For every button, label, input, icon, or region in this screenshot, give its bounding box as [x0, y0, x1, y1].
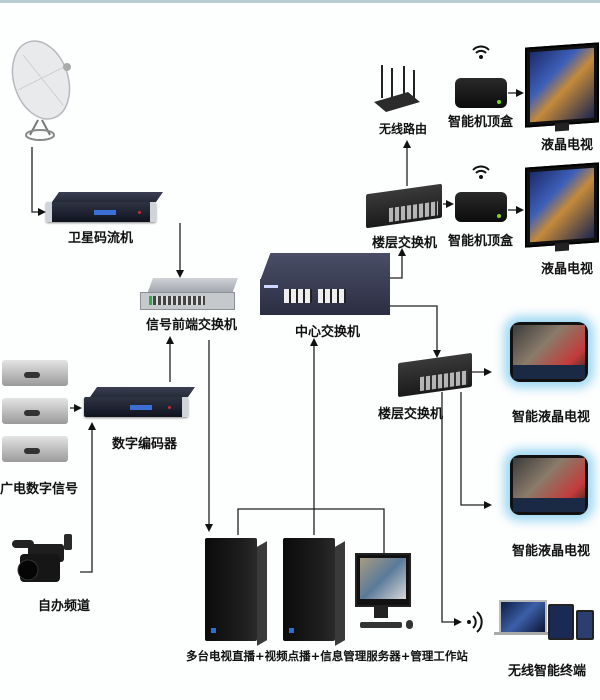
receiver-box — [2, 436, 68, 462]
camcorder-icon — [12, 534, 72, 582]
floor-switch-top-label: 楼层交换机 — [372, 236, 438, 251]
digital-encoder — [84, 387, 196, 417]
tv-stand — [555, 242, 569, 252]
workstation-monitor — [355, 553, 411, 607]
switch-top — [260, 253, 390, 281]
core-switch — [260, 253, 390, 317]
switch-ports — [153, 296, 205, 305]
self-run-channel-label: 自办频道 — [38, 599, 91, 614]
tv-screen — [530, 47, 594, 123]
wifi-icon — [472, 165, 490, 179]
lcd-display — [94, 210, 116, 215]
lcd-tv-2 — [525, 162, 599, 252]
tv-stand — [555, 122, 569, 132]
lcd-tv-2-label: 液晶电视 — [541, 262, 594, 277]
disc-slot — [24, 372, 40, 378]
smart-lcd-tv-2 — [510, 455, 588, 515]
rack-ear — [150, 202, 156, 222]
brand-logo — [264, 285, 278, 288]
wireless-terminals-label: 无线智能终端 — [508, 664, 587, 679]
ethernet-ports — [388, 201, 438, 223]
servers-label: 多台电视直播+视频点播+信息管理服务器+管理工作站 — [186, 649, 468, 663]
rack-ear — [182, 397, 188, 417]
signal-frontend-switch — [140, 278, 238, 310]
switch-front — [260, 279, 390, 315]
disc-slot — [24, 410, 40, 416]
ethernet-ports — [284, 289, 312, 303]
wireless-signal-icon — [467, 611, 483, 633]
digital-encoder-label: 数字编码器 — [112, 437, 178, 452]
lcd-tv-1-label: 液晶电视 — [541, 138, 594, 153]
keyboard — [360, 622, 402, 628]
edge-dish-receiver — [31, 147, 46, 216]
satellite-dish-icon — [11, 40, 71, 141]
rack-ear — [46, 202, 52, 222]
tv-screen — [530, 167, 594, 243]
monitor-stand — [374, 606, 388, 618]
satellite-dish — [8, 35, 78, 145]
tablet — [548, 604, 574, 640]
broadcast-digital-signal-label: 广电数字信号 — [0, 482, 79, 497]
smart-lcd-tv-2-label: 智能液晶电视 — [512, 544, 591, 559]
led-indicator — [138, 211, 141, 214]
top-border — [0, 0, 600, 3]
lcd-display — [130, 405, 152, 410]
signal-frontend-switch-label: 信号前端交换机 — [146, 318, 238, 333]
smart-stb-1 — [455, 78, 507, 108]
smartphone — [576, 610, 594, 640]
lcd-tv-1 — [525, 42, 599, 132]
ethernet-ports — [318, 289, 346, 303]
satellite-receiver-label: 卫星码流机 — [68, 231, 134, 246]
smart-stb-1-label: 智能机顶盒 — [448, 115, 514, 130]
server-badge — [211, 628, 216, 633]
smart-stb-2 — [455, 192, 507, 222]
monitor-screen — [360, 558, 406, 599]
wifi-icon — [472, 45, 490, 59]
receiver-box — [2, 398, 68, 424]
laptop-base — [494, 632, 548, 635]
mouse — [406, 620, 413, 629]
edge-floormid-smarttv2 — [460, 392, 492, 509]
switch-front — [140, 292, 235, 310]
power-led — [497, 100, 501, 104]
server-2 — [283, 538, 345, 646]
edge-servers-bus — [237, 508, 385, 555]
switch-status — [149, 296, 152, 305]
smart-lcd-tv-1 — [510, 322, 588, 382]
edge-core-floormid — [390, 305, 441, 358]
wireless-router-label: 无线路由 — [379, 122, 428, 136]
router-icon — [374, 65, 420, 112]
server-side — [335, 541, 345, 646]
smart-stb-2-label: 智能机顶盒 — [448, 234, 514, 249]
disc-slot — [24, 448, 40, 454]
rack-top — [52, 192, 164, 202]
edge-camera-encoder — [80, 422, 96, 573]
tv-menu-bar — [513, 365, 585, 379]
smart-lcd-tv-1-label: 智能液晶电视 — [512, 410, 591, 425]
rack-top — [90, 387, 196, 397]
led-indicator — [168, 406, 171, 409]
server-side — [257, 541, 267, 646]
floor-switch-mid-label: 楼层交换机 — [378, 407, 444, 422]
broadcast-receivers — [0, 360, 72, 475]
satellite-receiver — [46, 192, 164, 222]
edge-floormid-wireless — [441, 392, 462, 626]
server-badge — [289, 628, 294, 633]
edge-core-floortop — [390, 248, 406, 279]
server-1 — [205, 538, 267, 646]
tv-menu-bar — [513, 498, 585, 512]
camcorder — [8, 530, 80, 590]
power-led — [497, 214, 501, 218]
ethernet-ports — [420, 370, 468, 392]
receiver-box — [2, 360, 68, 386]
wireless-router — [372, 60, 422, 115]
core-switch-label: 中心交换机 — [295, 325, 361, 340]
laptop — [499, 600, 547, 634]
